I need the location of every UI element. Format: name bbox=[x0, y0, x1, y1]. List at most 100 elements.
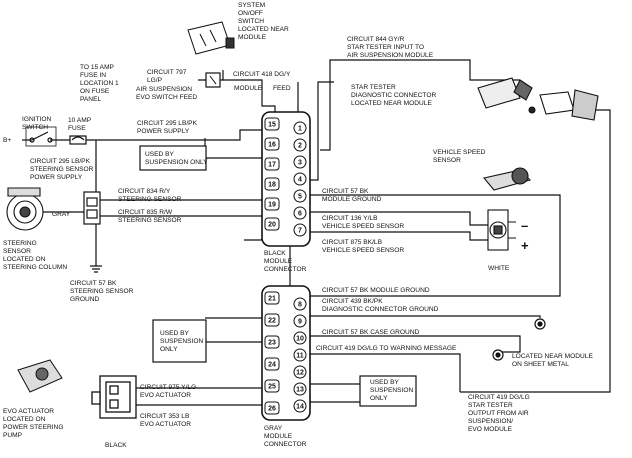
circuit-975-label-line-1: CIRCUIT 975 Y/LG bbox=[140, 384, 196, 391]
pin-label-21: 21 bbox=[268, 296, 276, 303]
used-susp-1-label-line-2: SUSPENSION ONLY bbox=[145, 159, 208, 166]
circuit-57-steer-label-line-2: STEERING SENSOR bbox=[70, 288, 134, 295]
pin-label-11: 11 bbox=[296, 353, 304, 360]
connector-pin-9: 9 bbox=[293, 314, 307, 328]
connector-pin-2: 2 bbox=[293, 138, 307, 152]
star-diag-label-line-3: LOCATED NEAR MODULE bbox=[351, 100, 432, 107]
switch-note-line-1: SYSTEM bbox=[238, 2, 265, 9]
circuit-975-label-line-2: EVO ACTUATOR bbox=[140, 392, 191, 399]
evo-switch-feed-label-line-1: AIR SUSPENSION bbox=[136, 86, 192, 93]
evo-actuator-label-line-1: EVO ACTUATOR bbox=[3, 408, 54, 415]
pin-label-1: 1 bbox=[298, 126, 302, 133]
pin-label-16: 16 bbox=[268, 142, 276, 149]
circuit-834-label-line-2: STEERING SENSOR bbox=[118, 196, 182, 203]
pin-label-4: 4 bbox=[298, 177, 302, 184]
circuit-136-label-line-1: CIRCUIT 136 Y/LB bbox=[322, 215, 378, 222]
circuit-439-label-line-2: DIAGNOSTIC CONNECTOR GROUND bbox=[322, 306, 439, 313]
suspension-only-box-3 bbox=[359, 375, 417, 407]
pin-label-15: 15 bbox=[268, 122, 276, 129]
ignition-label-line-1: IGNITION bbox=[22, 116, 52, 123]
pin-label-2: 2 bbox=[298, 143, 302, 150]
pin-label-7: 7 bbox=[298, 228, 302, 235]
circuit-844-label-line-2: STAR TESTER INPUT TO bbox=[347, 44, 424, 51]
evo-actuator-connector-icon bbox=[91, 375, 137, 419]
used-susp-2-label-line-3: ONLY bbox=[160, 346, 178, 353]
circuit-834-label-line-1: CIRCUIT 834 R/Y bbox=[118, 188, 171, 195]
circuit-418-label: CIRCUIT 418 DG/Y bbox=[233, 71, 291, 78]
gray-module-label-line-1: GRAY bbox=[264, 425, 283, 432]
pin-label-19: 19 bbox=[268, 202, 276, 209]
connector-pin-6: 6 bbox=[293, 206, 307, 220]
connector-pin-19: 19 bbox=[264, 197, 280, 211]
fuse15-note-line-2: FUSE IN bbox=[80, 72, 106, 79]
pin-label-12: 12 bbox=[296, 370, 304, 377]
connector-pin-5: 5 bbox=[293, 189, 307, 203]
circuit-57-steer-label-line-1: CIRCUIT 57 BK bbox=[70, 280, 117, 287]
pin-label-24: 24 bbox=[268, 362, 276, 369]
connector-pin-12: 12 bbox=[293, 365, 307, 379]
wire-136 bbox=[310, 211, 490, 226]
circuit-295-main-label-line-2: POWER SUPPLY bbox=[137, 128, 190, 135]
wire-419-warn bbox=[310, 353, 461, 392]
connector-pin-21: 21 bbox=[264, 291, 280, 305]
black-right-pins: 1 2 3 4 5 6 7 bbox=[293, 121, 307, 237]
wire-418 bbox=[223, 79, 276, 115]
connector-pin-3: 3 bbox=[293, 155, 307, 169]
gray-module-label-line-3: CONNECTOR bbox=[264, 441, 307, 448]
white-label: WHITE bbox=[488, 265, 510, 272]
evo-switch-feed-label-line-2: EVO SWITCH FEED bbox=[136, 94, 197, 101]
circuit-57-module-label-line-2: MODULE GROUND bbox=[322, 196, 382, 203]
connector-pin-25: 25 bbox=[264, 379, 280, 393]
fuse15-note-line-1: TO 15 AMP bbox=[80, 64, 115, 71]
fuse10-label-line-2: FUSE bbox=[68, 125, 86, 132]
switch-note-line-2: ON/OFF bbox=[238, 10, 263, 17]
connector-pin-17: 17 bbox=[264, 157, 280, 171]
circuit-295-steer-label-line-3: POWER SUPPLY bbox=[30, 174, 83, 181]
switch-note-line-5: MODULE bbox=[238, 34, 267, 41]
ignition-label-line-2: SWITCH bbox=[22, 124, 48, 131]
pin-label-23: 23 bbox=[268, 340, 276, 347]
pin-label-20: 20 bbox=[268, 222, 276, 229]
circuit-419-star-label-line-4: SUSPENSION/ bbox=[468, 418, 513, 425]
circuit-419-star-label-line-5: EVO MODULE bbox=[468, 426, 513, 433]
fuse15-note-line-3: LOCATION 1 bbox=[80, 80, 119, 87]
gray-module-label-line-2: MODULE bbox=[264, 433, 293, 440]
wire-57-case bbox=[310, 335, 521, 353]
switch-note-line-3: SWITCH bbox=[238, 18, 264, 25]
wire-susp1 bbox=[204, 138, 262, 159]
connector-pin-8: 8 bbox=[293, 297, 307, 311]
circuit-353-label-line-1: CIRCUIT 353 LB bbox=[140, 413, 190, 420]
star-diag-label-line-2: DIAGNOSTIC CONNECTOR bbox=[351, 92, 436, 99]
steering-sensor-icon bbox=[6, 187, 44, 231]
wire-295 bbox=[86, 129, 262, 141]
black-label: BLACK bbox=[105, 442, 127, 449]
wire-439 bbox=[310, 315, 541, 318]
pin-label-25: 25 bbox=[268, 384, 276, 391]
switch-note-line-4: LOCATED NEAR bbox=[238, 26, 289, 33]
circuit-875-label-line-1: CIRCUIT 875 BK/LB bbox=[322, 239, 383, 246]
used-susp-3-label-line-1: USED BY bbox=[370, 379, 400, 386]
circuit-353-label-line-2: EVO ACTUATOR bbox=[140, 421, 191, 428]
circuit-875-label-line-2: VEHICLE SPEED SENSOR bbox=[322, 247, 404, 254]
pin-label-8: 8 bbox=[298, 302, 302, 309]
star-tester-connector-icon bbox=[477, 77, 599, 121]
used-susp-3-label-line-3: ONLY bbox=[370, 395, 388, 402]
feed-label: FEED bbox=[273, 85, 291, 92]
suspension-only-box-1 bbox=[139, 145, 207, 171]
circuit-844-label-line-1: CIRCUIT 844 GY/R bbox=[347, 36, 405, 43]
circuit-419-warn-label: CIRCUIT 419 DG/LG TO WARNING MESSAGE bbox=[316, 345, 457, 352]
located-sheet-label-line-1: LOCATED NEAR MODULE bbox=[512, 353, 593, 360]
ground-eyelet-icon bbox=[492, 318, 546, 361]
black-module-label-line-3: CONNECTOR bbox=[264, 266, 307, 273]
circuit-57-steer-label-line-3: GROUND bbox=[70, 296, 100, 303]
pin-label-22: 22 bbox=[268, 318, 276, 325]
circuit-419-star-label-line-3: OUTPUT FROM AIR bbox=[468, 410, 529, 417]
circuit-136-label-line-2: VEHICLE SPEED SENSOR bbox=[322, 223, 404, 230]
pin-label-14: 14 bbox=[296, 404, 304, 411]
wire-57-mod2 bbox=[310, 280, 561, 297]
